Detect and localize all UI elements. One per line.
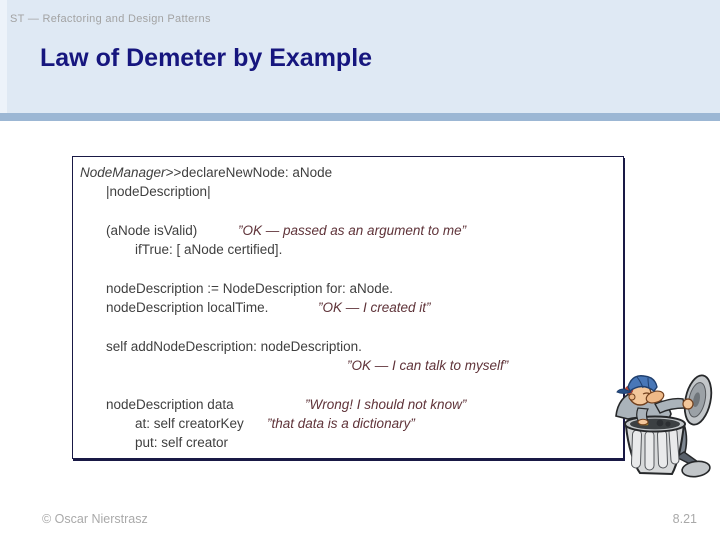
code-text: (aNode isValid) (106, 222, 198, 238)
code-comment: ”that data is a dictionary” (267, 415, 415, 431)
page-number: 8.21 (672, 512, 697, 526)
code-comment: ”OK — I can talk to myself” (347, 357, 509, 373)
code-text: put: self creator (135, 435, 229, 451)
code-comment: ”Wrong! I should not know” (305, 396, 467, 412)
code-comment: ”OK — passed as an argument to me” (238, 222, 467, 238)
copyright-label: © Oscar Nierstrasz (42, 512, 148, 526)
code-text: nodeDescription localTime. (106, 300, 269, 316)
course-label: ST — Refactoring and Design Patterns (10, 13, 211, 25)
code-text: self addNodeDescription: nodeDescription… (106, 338, 362, 354)
code-line: nodeDescription data ”Wrong! I should not… (80, 395, 623, 414)
code-text: ifTrue: [ aNode certified]. (135, 242, 283, 258)
code-line: put: self creator (80, 433, 623, 452)
code-line: (aNode isValid) ”OK — passed as an argume… (80, 221, 623, 240)
code-comment: ”OK — I created it” (318, 300, 431, 316)
blank-line (80, 259, 623, 278)
code-line: self addNodeDescription: nodeDescription… (80, 337, 623, 356)
blank-line (80, 202, 623, 221)
code-line: nodeDescription localTime. ”OK — I create… (80, 298, 623, 317)
slide-header: ST — Refactoring and Design Patterns Law… (0, 0, 720, 113)
code-line: ifTrue: [ aNode certified]. (80, 240, 623, 259)
code-text: nodeDescription data (106, 396, 234, 412)
header-divider-band (0, 113, 720, 121)
code-text: >>declareNewNode: aNode (165, 165, 333, 180)
code-line: nodeDescription := NodeDescription for: … (80, 279, 623, 298)
blank-line (80, 375, 623, 394)
code-text: at: self creatorKey (135, 415, 244, 431)
code-line: |nodeDescription| (80, 182, 623, 201)
code-example-box: NodeManager>>declareNewNode: aNode |node… (72, 156, 624, 459)
trash-can-rummaging-man-clipart (615, 374, 713, 478)
code-line: at: self creatorKey ”that data is a dicti… (80, 414, 623, 433)
blank-line (80, 317, 623, 336)
code-text: nodeDescription := NodeDescription for: … (106, 280, 394, 296)
code-text: |nodeDescription| (106, 184, 211, 200)
page-title: Law of Demeter by Example (40, 44, 373, 72)
code-line: NodeManager>>declareNewNode: aNode (80, 163, 623, 182)
class-name: NodeManager (80, 165, 166, 180)
code-line: ”OK — I can talk to myself” (80, 356, 623, 375)
left-accent-strip (0, 0, 7, 113)
